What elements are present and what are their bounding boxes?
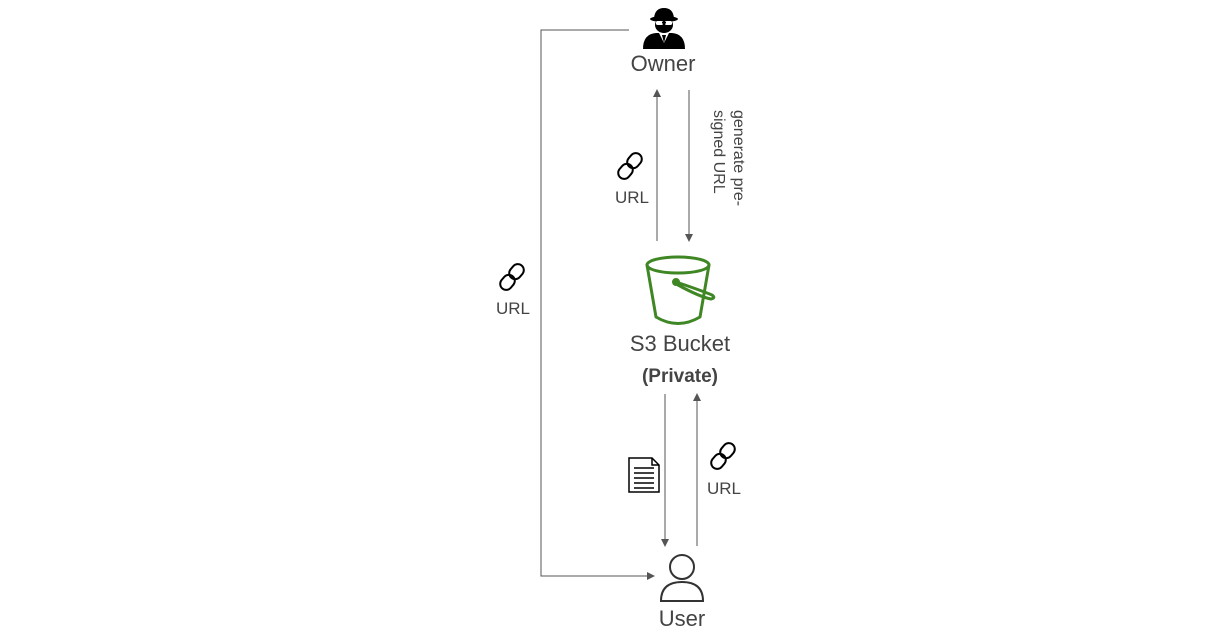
user-label: User bbox=[658, 606, 706, 631]
url-label-left: URL bbox=[495, 299, 530, 318]
bucket-sublabel: (Private) bbox=[641, 366, 719, 387]
link-icon bbox=[710, 442, 736, 470]
url-label-owner: URL bbox=[614, 188, 649, 207]
document-icon bbox=[628, 457, 660, 493]
owner-to-user-connector bbox=[540, 29, 655, 580]
url-label-user: URL bbox=[706, 479, 741, 498]
user-icon bbox=[659, 554, 705, 602]
generate-presigned-url-label: generate pre-signed URL bbox=[710, 110, 747, 207]
link-icon bbox=[499, 263, 525, 291]
bucket-label: S3 Bucket bbox=[629, 331, 731, 356]
owner-spy-icon bbox=[643, 8, 685, 49]
s3-bucket-icon bbox=[645, 255, 716, 325]
owner-label: Owner bbox=[630, 51, 696, 76]
link-icon bbox=[617, 152, 643, 180]
